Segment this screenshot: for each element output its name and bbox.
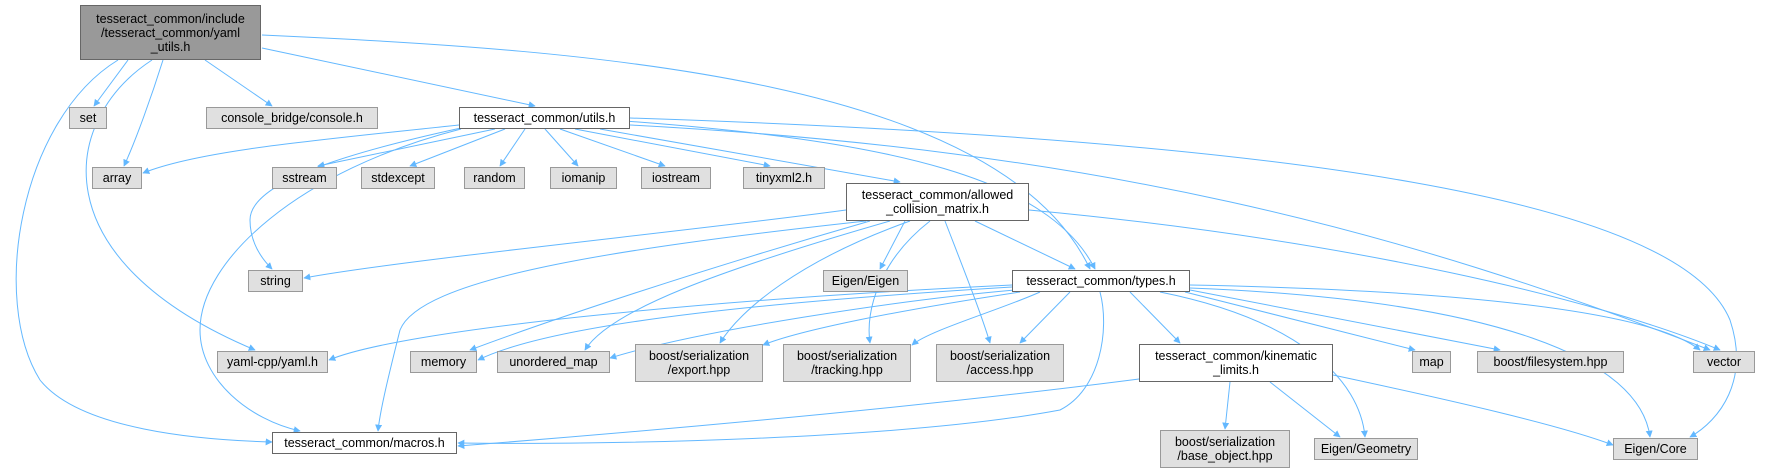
edge-utils-to-sstream [317, 128, 496, 169]
dependency-edges [15, 34, 1737, 450]
edge-yaml-utils-to-set [93, 59, 129, 107]
edge-utils-to-macros [199, 128, 462, 434]
node-tinyxml2[interactable]: tinyxml2.h [743, 167, 825, 189]
edge-utils-to-vector [629, 124, 1711, 351]
node-unordered-map[interactable]: unordered_map [497, 351, 610, 373]
edge-types-to-filesystem [1189, 289, 1501, 353]
node-map[interactable]: map [1412, 351, 1451, 373]
edge-types-to-bs-export [762, 291, 1021, 346]
edge-acm-to-types [974, 220, 1076, 270]
edge-types-to-core [1189, 287, 1653, 438]
edge-acm-to-string [303, 209, 847, 281]
edge-types-to-yamlcpp [328, 284, 1013, 361]
node-console-bridge[interactable]: console_bridge/console.h [206, 107, 378, 129]
edge-utils-to-array [142, 124, 460, 174]
node-boost-serialization-access[interactable]: boost/serialization /access.hpp [936, 344, 1064, 382]
edge-utils-to-core [629, 117, 1737, 438]
edge-kinematic-to-macros [457, 378, 1140, 450]
edge-types-to-macros [457, 291, 1105, 447]
edge-yaml-utils-to-console [204, 59, 273, 107]
node-tesseract-types[interactable]: tesseract_common/types.h [1012, 270, 1190, 292]
node-eigen-core[interactable]: Eigen/Core [1613, 438, 1698, 460]
node-boost-serialization-export[interactable]: boost/serialization /export.hpp [635, 344, 763, 382]
edge-acm-to-unordered-map [584, 220, 891, 351]
edge-types-to-bs-tracking [911, 291, 1041, 346]
edge-utils-to-tinyxml2 [574, 128, 771, 169]
node-iomanip[interactable]: iomanip [550, 167, 617, 189]
edge-yaml-utils-to-utils [261, 47, 536, 109]
node-iostream[interactable]: iostream [641, 167, 711, 189]
node-boost-serialization-tracking[interactable]: boost/serialization /tracking.hpp [783, 344, 911, 382]
edge-utils-to-iomanip [544, 128, 579, 167]
edge-types-to-vector [1189, 284, 1701, 351]
node-eigen-eigen[interactable]: Eigen/Eigen [823, 270, 908, 292]
edge-acm-to-memory [469, 220, 871, 352]
node-string[interactable]: string [248, 270, 303, 292]
edge-yaml-utils-to-types [261, 34, 1091, 270]
edge-acm-to-vector [1028, 209, 1721, 351]
node-memory[interactable]: memory [410, 351, 477, 373]
edge-utils-to-acm [599, 128, 901, 185]
edge-kinematic-to-geometry [1269, 381, 1341, 438]
node-array[interactable]: array [92, 167, 142, 189]
edge-types-to-kinematic [1129, 291, 1181, 344]
node-yaml-utils[interactable]: tesseract_common/include /tesseract_comm… [80, 5, 261, 60]
edge-yaml-utils-to-array [123, 59, 164, 167]
node-set[interactable]: set [69, 107, 107, 129]
edge-kinematic-to-bs-base [1222, 381, 1231, 430]
edge-yaml-utils-to-yamlcpp [85, 59, 256, 351]
edge-utils-to-stdexcept [409, 128, 506, 167]
node-boost-filesystem[interactable]: boost/filesystem.hpp [1477, 351, 1624, 373]
edge-acm-to-macros [375, 220, 867, 432]
node-yaml-cpp[interactable]: yaml-cpp/yaml.h [217, 351, 328, 373]
node-tesseract-utils[interactable]: tesseract_common/utils.h [459, 107, 630, 129]
node-kinematic-limits[interactable]: tesseract_common/kinematic _limits.h [1139, 344, 1333, 382]
node-eigen-geometry[interactable]: Eigen/Geometry [1314, 438, 1418, 460]
edge-kinematic-to-core [1332, 374, 1614, 447]
edge-utils-to-types [609, 119, 1096, 270]
node-random[interactable]: random [464, 167, 525, 189]
node-allowed-collision-matrix[interactable]: tesseract_common/allowed _collision_matr… [846, 183, 1029, 221]
edge-yaml-utils-to-macros [15, 59, 273, 446]
edge-types-to-map [1184, 291, 1416, 352]
node-stdexcept[interactable]: stdexcept [361, 167, 435, 189]
edge-utils-to-string [249, 127, 462, 270]
edge-types-to-memory [477, 286, 1013, 361]
edge-utils-to-iostream [559, 128, 666, 168]
edge-utils-to-random [499, 128, 526, 167]
edge-acm-to-eigen [879, 220, 906, 270]
node-sstream[interactable]: sstream [272, 167, 337, 189]
edge-types-to-bs-access [1019, 291, 1071, 344]
node-vector[interactable]: vector [1693, 351, 1755, 373]
edge-acm-to-bs-access [944, 220, 992, 344]
node-boost-serialization-base-object[interactable]: boost/serialization /base_object.hpp [1160, 430, 1290, 468]
node-tesseract-macros[interactable]: tesseract_common/macros.h [272, 432, 457, 454]
